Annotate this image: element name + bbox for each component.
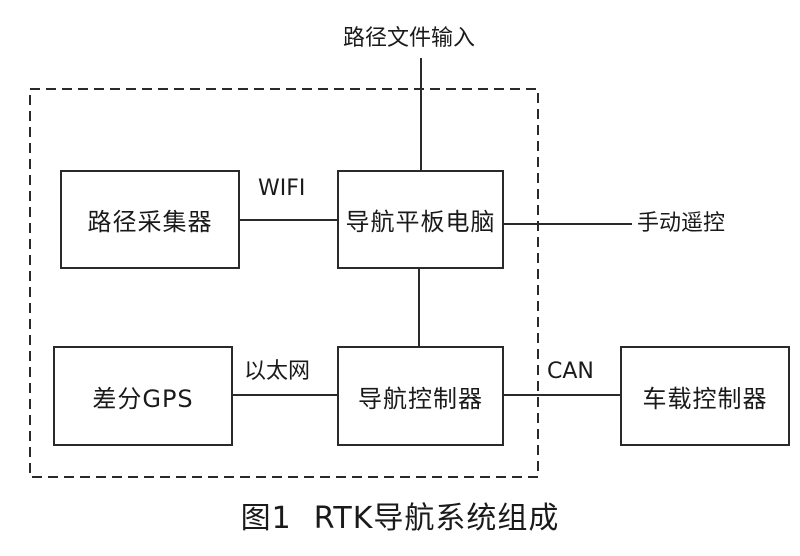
nav-controller-box: 导航控制器 (337, 346, 504, 446)
path-collector-label: 路径采集器 (87, 208, 213, 236)
nav-controller-label: 导航控制器 (358, 384, 483, 413)
path-collector-box: 路径采集器 (60, 170, 240, 269)
wifi-label: WIFI (258, 176, 306, 201)
nav-tablet-label: 导航平板电脑 (345, 208, 496, 236)
vehicle-controller-box: 车载控制器 (620, 346, 790, 446)
figure-caption: 图1 RTK导航系统组成 (0, 504, 800, 534)
manual-remote-label: 手动遥控 (637, 211, 726, 236)
vehicle-controller-label: 车载控制器 (642, 384, 768, 413)
diff-gps-label: 差分GPS (92, 384, 194, 413)
diff-gps-box: 差分GPS (53, 346, 233, 446)
path-file-input-label: 路径文件输入 (343, 26, 476, 51)
figure-title: RTK导航系统组成 (313, 501, 560, 536)
nav-tablet-box: 导航平板电脑 (337, 170, 504, 269)
can-label: CAN (547, 359, 594, 384)
ethernet-label: 以太网 (244, 359, 311, 384)
figure-number: 图1 (240, 501, 292, 536)
